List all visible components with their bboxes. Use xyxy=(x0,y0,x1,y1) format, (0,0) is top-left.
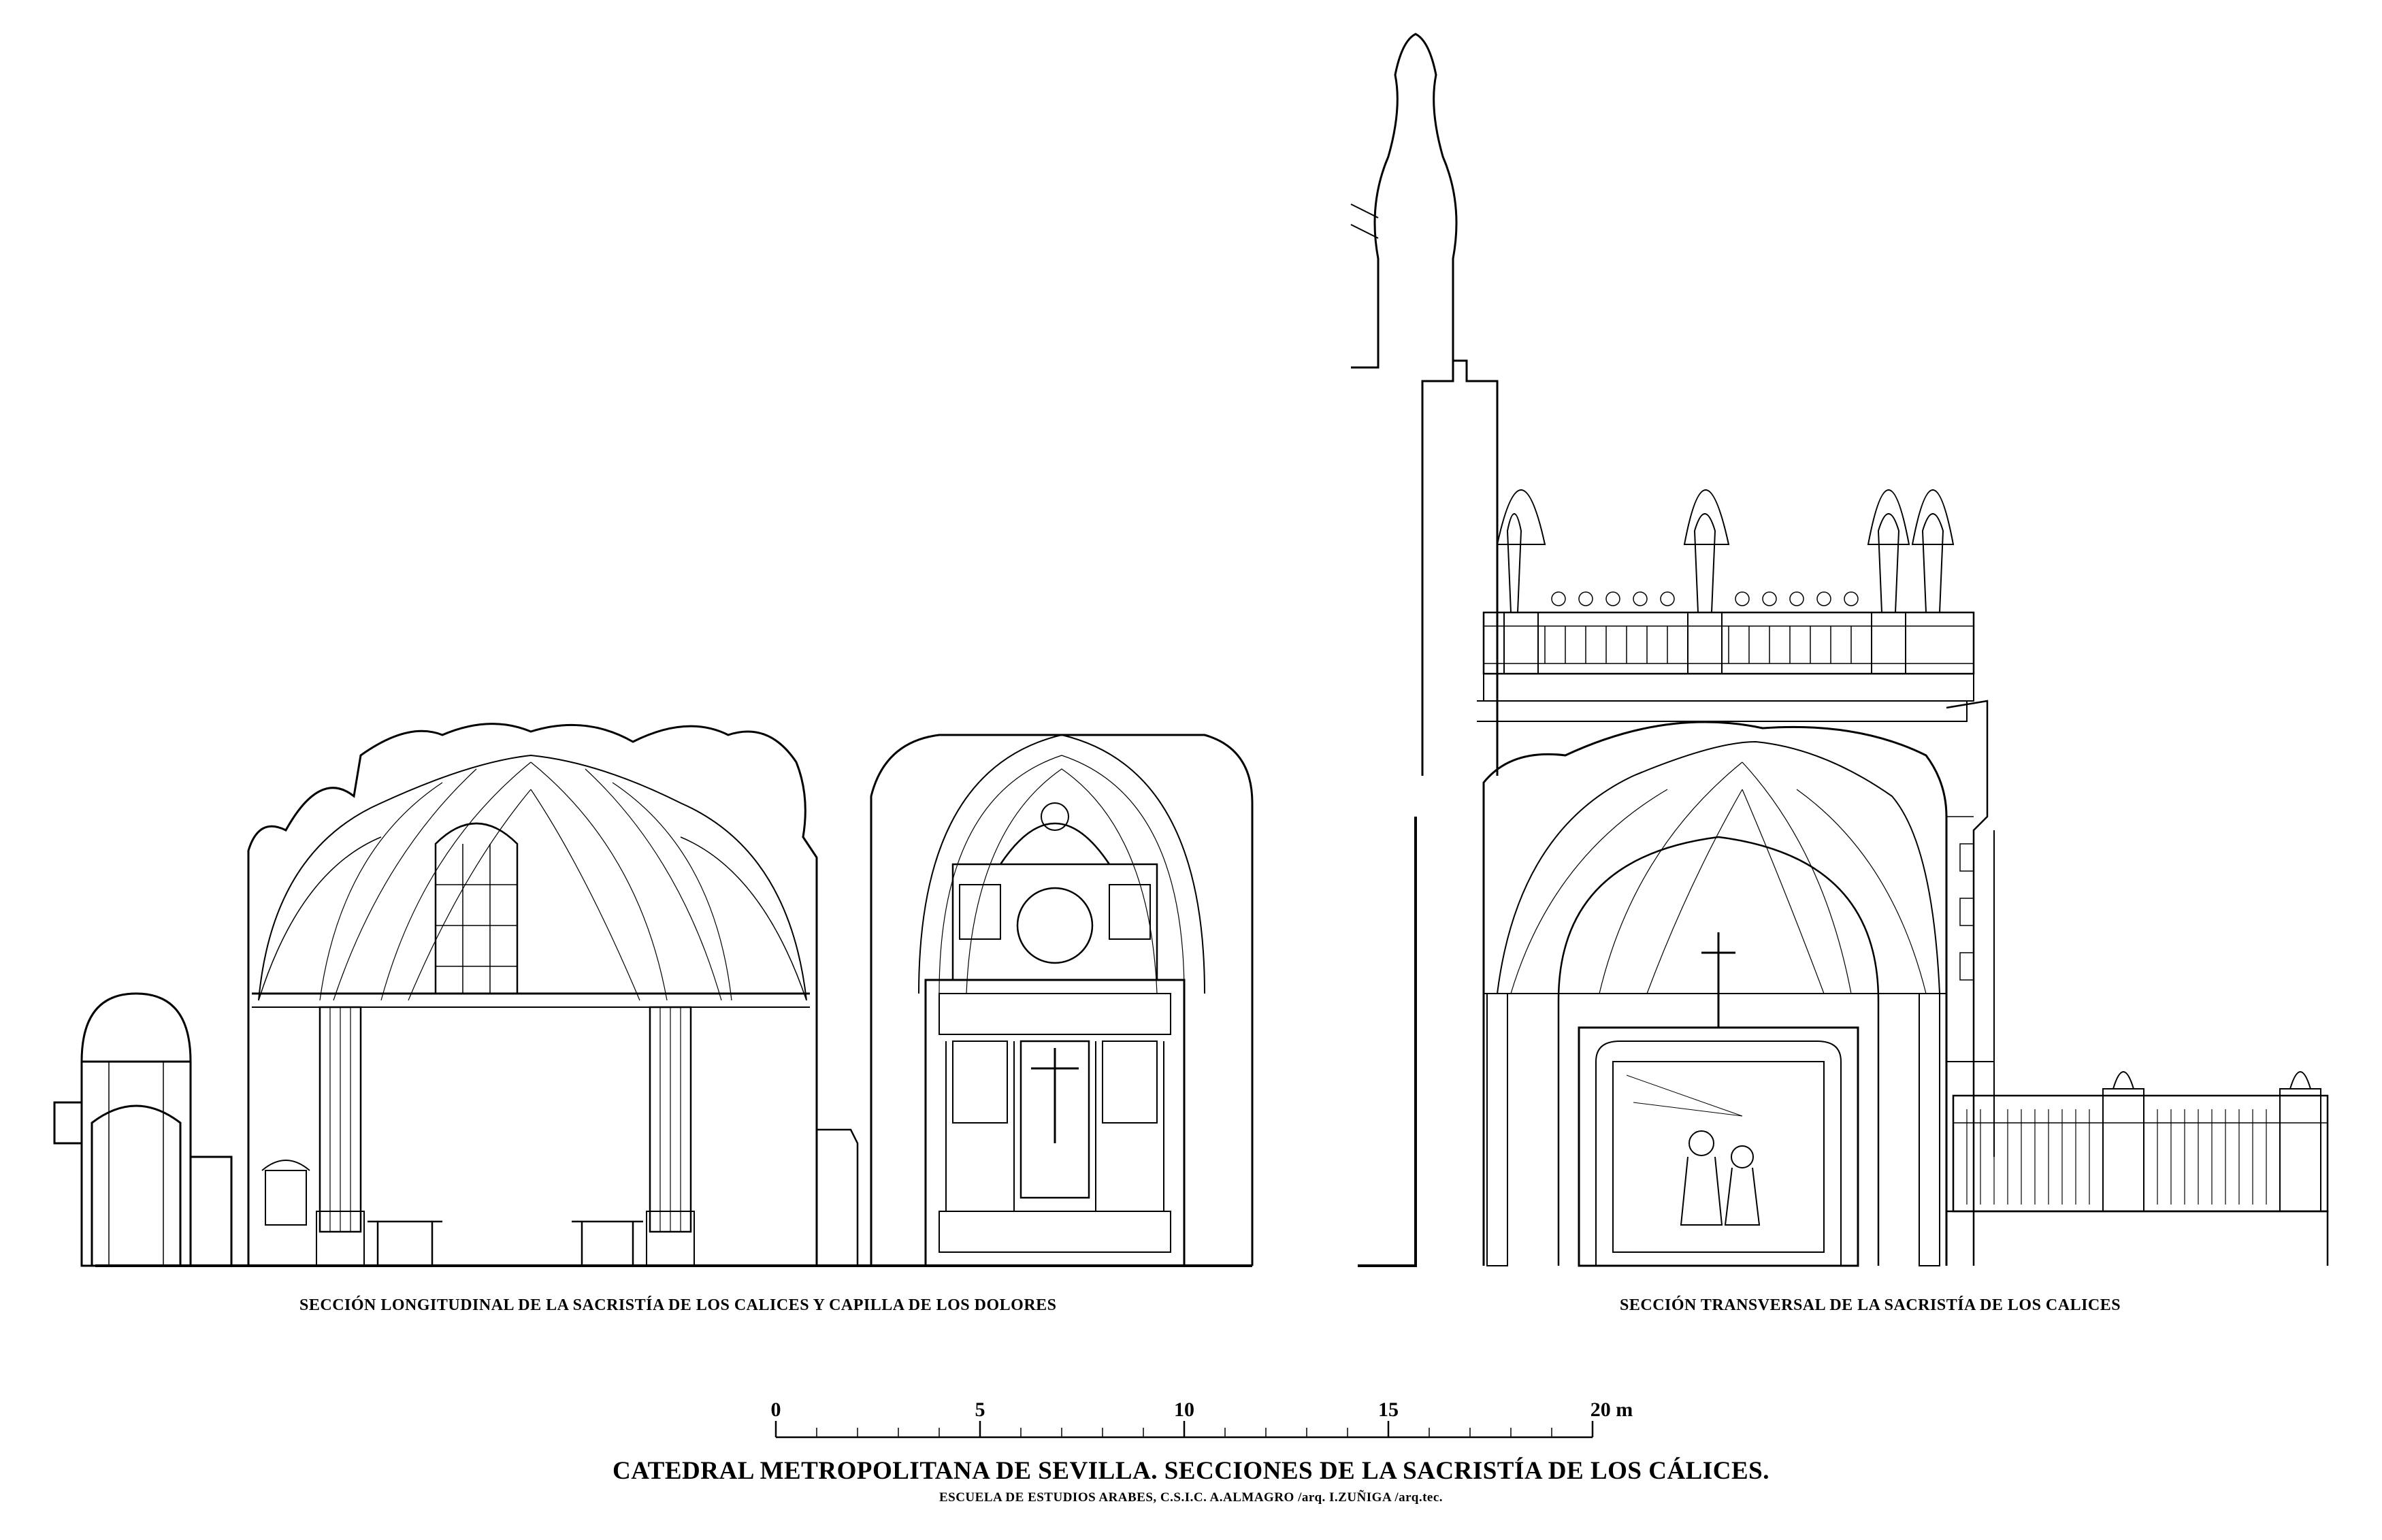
drawing-title: CATEDRAL METROPOLITANA DE SEVILLA. SECCI… xyxy=(612,1457,1769,1485)
scale-bar xyxy=(774,1421,1594,1439)
sacristia-hall xyxy=(247,723,859,1266)
pinnacle-tower xyxy=(1350,33,1499,776)
longitudinal-section-caption: SECCIÓN LONGITUDINAL DE LA SACRISTÍA DE … xyxy=(299,1296,1057,1314)
transversal-hall xyxy=(1482,721,1948,1267)
scale-bar-label: 15 xyxy=(1378,1398,1399,1421)
longitudinal-section xyxy=(53,723,1254,1267)
exterior-buttress-wall xyxy=(1946,700,1995,1266)
capilla-de-los-dolores-dome xyxy=(53,992,233,1267)
scale-bar-label: 20 m xyxy=(1590,1398,1633,1421)
scale-bar-label: 5 xyxy=(975,1398,985,1421)
transversal-section-caption: SECCIÓN TRANSVERSAL DE LA SACRISTÍA DE L… xyxy=(1620,1296,2121,1314)
drawing-credits: ESCUELA DE ESTUDIOS ARABES, C.S.I.C. A.A… xyxy=(939,1490,1443,1505)
roof-balustrade xyxy=(1477,489,1975,722)
scale-bar-label: 0 xyxy=(770,1398,781,1421)
iron-grille xyxy=(1946,1071,2329,1266)
retablo-chapel xyxy=(870,734,1254,1267)
scale-bar-label: 10 xyxy=(1174,1398,1194,1421)
transversal-section xyxy=(1350,33,2329,1267)
